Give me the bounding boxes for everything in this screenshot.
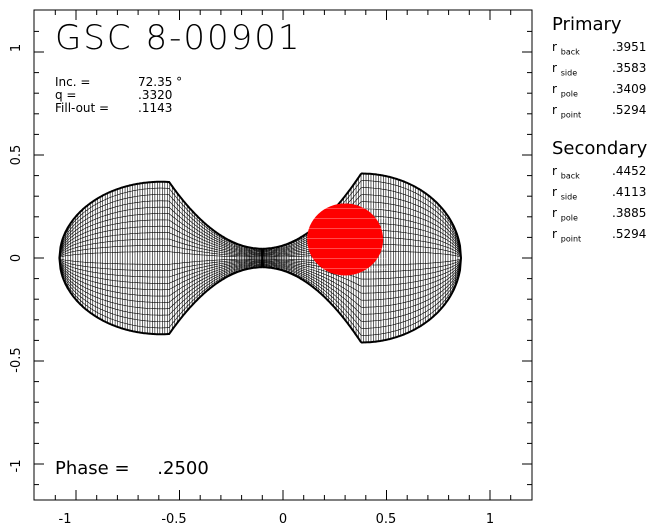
mass-ratio-label: q = <box>55 88 77 102</box>
y-tick-label: 0 <box>9 254 24 262</box>
y-tick-label: 0.5 <box>9 145 24 166</box>
primary-heading: Primary <box>552 14 622 35</box>
secondary-r-side-value: .4113 <box>612 185 647 199</box>
roche-lobe-mesh <box>58 172 463 344</box>
secondary-heading: Secondary <box>552 138 648 159</box>
mesh-parallel <box>59 222 461 259</box>
sub-label: point <box>560 110 582 120</box>
primary-r-side-label: r side <box>552 61 578 78</box>
starspot-region <box>305 203 387 276</box>
sub-label: side <box>560 192 578 202</box>
starspot <box>307 203 384 276</box>
fill-out-value: .1143 <box>138 101 173 115</box>
fill-out-label: Fill-out = <box>55 101 110 115</box>
mesh-parallel <box>59 187 461 259</box>
sub-label: pole <box>560 89 578 99</box>
mesh-parallel <box>59 257 461 343</box>
mesh-parallel <box>59 173 461 259</box>
mesh-parallel <box>59 215 461 259</box>
primary-r-side-value: .3583 <box>612 61 647 75</box>
mass-ratio-value: .3320 <box>138 88 173 102</box>
mesh-parallel <box>59 208 461 259</box>
y-axis-tick-labels: 1 0.5 0 -0.5 -1 <box>9 44 24 473</box>
x-tick-label: 0.5 <box>376 512 397 527</box>
mesh-parallel <box>59 194 461 259</box>
secondary-r-point-value: .5294 <box>612 227 647 241</box>
x-tick-label: 0 <box>279 512 287 527</box>
primary-r-pole-label: r pole <box>552 82 578 99</box>
x-tick-label: -0.5 <box>161 512 186 527</box>
star-name-title: GSC 8-00901 <box>55 18 302 58</box>
secondary-r-side-label: r side <box>552 185 578 202</box>
inclination-label: Inc. = <box>55 75 91 89</box>
primary-r-pole-value: .3409 <box>612 82 647 96</box>
mesh-parallel <box>59 257 461 266</box>
sub-label: back <box>560 47 580 57</box>
mesh-parallel <box>59 257 461 329</box>
secondary-r-pole-value: .3885 <box>612 206 647 220</box>
mesh-parallel <box>59 257 461 273</box>
secondary-r-back-label: r back <box>552 164 580 181</box>
mesh-parallel <box>59 243 461 259</box>
mesh-parallel <box>59 257 461 322</box>
x-axis-tick-labels: -1 -0.5 0 0.5 1 <box>59 512 495 527</box>
mesh-parallel <box>59 257 461 315</box>
primary-r-point-label: r point <box>552 103 582 120</box>
primary-r-back-label: r back <box>552 40 580 57</box>
phase-readout: Phase = .2500 <box>55 458 209 479</box>
phase-label: Phase = <box>55 458 130 479</box>
mesh-parallel <box>59 257 461 308</box>
mesh-parallel <box>59 257 461 287</box>
secondary-r-back-value: .4452 <box>612 164 647 178</box>
mesh-parallel <box>59 229 461 259</box>
sub-label: side <box>560 68 578 78</box>
secondary-r-pole-label: r pole <box>552 206 578 223</box>
binary-outline <box>58 172 463 344</box>
y-tick-label: -0.5 <box>9 347 24 372</box>
mesh-parallel <box>59 257 461 301</box>
phase-value: .2500 <box>157 458 209 479</box>
primary-r-back-value: .3951 <box>612 40 647 54</box>
y-tick-label: 1 <box>9 44 24 52</box>
sub-label: pole <box>560 213 578 223</box>
mesh-parallel <box>59 257 461 294</box>
x-tick-label: 1 <box>486 512 494 527</box>
primary-r-point-value: .5294 <box>612 103 647 117</box>
mesh-parallel <box>59 250 461 259</box>
y-tick-label: -1 <box>9 460 24 473</box>
sub-label: point <box>560 234 582 244</box>
x-tick-label: -1 <box>59 512 72 527</box>
inclination-value: 72.35 ° <box>138 75 183 89</box>
sub-label: back <box>560 171 580 181</box>
secondary-r-point-label: r point <box>552 227 582 244</box>
axis-ticks <box>34 10 532 500</box>
mesh-parallel <box>59 201 461 259</box>
mesh-parallel <box>59 236 461 259</box>
mesh-parallel <box>59 257 461 280</box>
